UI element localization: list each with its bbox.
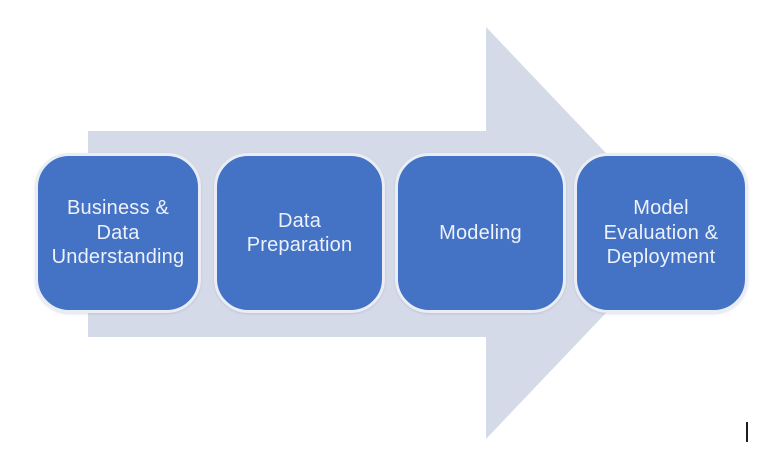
step-label: Model Evaluation & Deployment [603,197,719,269]
step-label: Business & Data Understanding [51,197,185,269]
step-box-model-evaluation-deployment: Model Evaluation & Deployment [574,153,748,313]
step-box-modeling: Modeling [395,153,566,313]
step-box-data-preparation: Data Preparation [214,153,385,313]
right-arrow-polygon [88,27,682,439]
step-label: Modeling [439,221,522,244]
step-box-business-data-understanding: Business & Data Understanding [35,153,201,313]
step-label: Data Preparation [246,209,353,256]
text-cursor [746,422,748,442]
